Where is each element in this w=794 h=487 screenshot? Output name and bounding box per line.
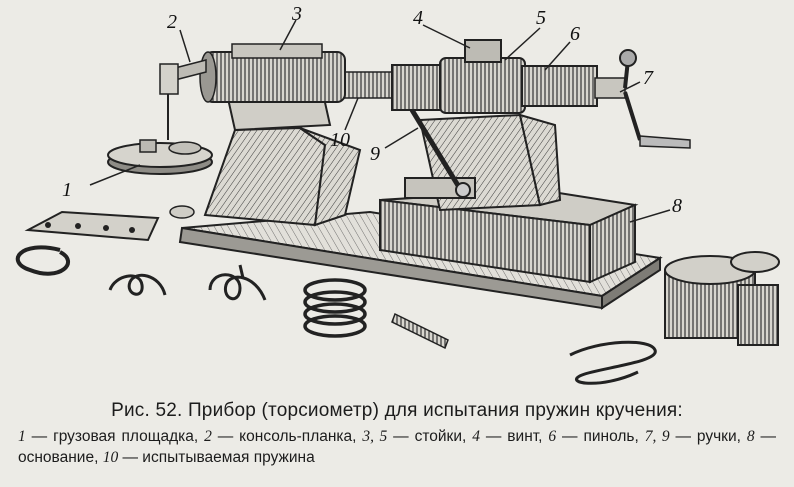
right-pedestal bbox=[404, 113, 562, 212]
legend-num-1: 1 bbox=[18, 428, 26, 445]
legend-text-8: — испытываемая пружина bbox=[118, 449, 315, 466]
label-3: 3 bbox=[291, 3, 302, 25]
torsiometer-illustration: 1 2 3 4 5 6 7 8 9 10 bbox=[15, 3, 780, 385]
legend-text-3: — стойки, bbox=[387, 428, 473, 445]
legend-num-3: 3, 5 bbox=[362, 428, 388, 445]
left-pedestal bbox=[203, 78, 362, 227]
caption-legend: 1 — грузовая площадка, 2 — консоль-планк… bbox=[18, 426, 776, 468]
load-platform bbox=[107, 139, 213, 175]
legend-text-5: — пиноль, bbox=[556, 428, 645, 445]
wire-spring bbox=[569, 340, 657, 385]
caption-title: Рис. 52. Прибор (торсиометр) для испытан… bbox=[111, 400, 683, 421]
label-10: 10 bbox=[330, 129, 350, 151]
legend-num-2: 2 bbox=[204, 428, 212, 445]
legend-num-8: 10 bbox=[102, 449, 119, 466]
legend-text-2: — консоль-планка, bbox=[211, 428, 363, 445]
legend-text-1: — грузовая площадка, bbox=[25, 428, 205, 445]
torsion-spring-small bbox=[108, 273, 167, 296]
label-5: 5 bbox=[536, 7, 546, 29]
legend-num-4: 4 bbox=[472, 428, 480, 445]
legend-num-5: 6 bbox=[548, 428, 557, 445]
label-7: 7 bbox=[643, 67, 654, 89]
left-stand-housing bbox=[199, 43, 346, 103]
handle-7 bbox=[619, 49, 691, 149]
console-bar bbox=[159, 59, 207, 140]
figure-caption: Рис. 52. Прибор (торсиометр) для испытан… bbox=[0, 398, 794, 468]
flat-spiral-spring bbox=[15, 245, 70, 276]
test-rod bbox=[391, 312, 449, 350]
weight-stack bbox=[664, 251, 780, 346]
legend-num-6: 7, 9 bbox=[644, 428, 670, 445]
leader-lines bbox=[89, 19, 671, 223]
legend-text-7: — основание, bbox=[18, 428, 777, 466]
clamp-plate bbox=[24, 210, 160, 242]
label-8: 8 bbox=[672, 195, 682, 217]
label-6: 6 bbox=[570, 23, 580, 45]
coil-spring-large bbox=[303, 278, 367, 338]
right-stand-barrel bbox=[391, 39, 526, 114]
label-2: 2 bbox=[167, 11, 177, 33]
torsion-spring-medium bbox=[208, 264, 267, 301]
legend-text-6: — ручки, bbox=[669, 428, 747, 445]
quill-6 bbox=[521, 65, 626, 107]
label-1: 1 bbox=[62, 179, 72, 201]
label-9: 9 bbox=[370, 143, 380, 165]
legend-num-7: 8 bbox=[746, 428, 755, 445]
legend-text-4: — винт, bbox=[479, 428, 549, 445]
small-washer bbox=[169, 205, 195, 219]
test-spring-10 bbox=[337, 71, 401, 99]
label-4: 4 bbox=[413, 7, 423, 29]
lever-9 bbox=[409, 108, 471, 198]
